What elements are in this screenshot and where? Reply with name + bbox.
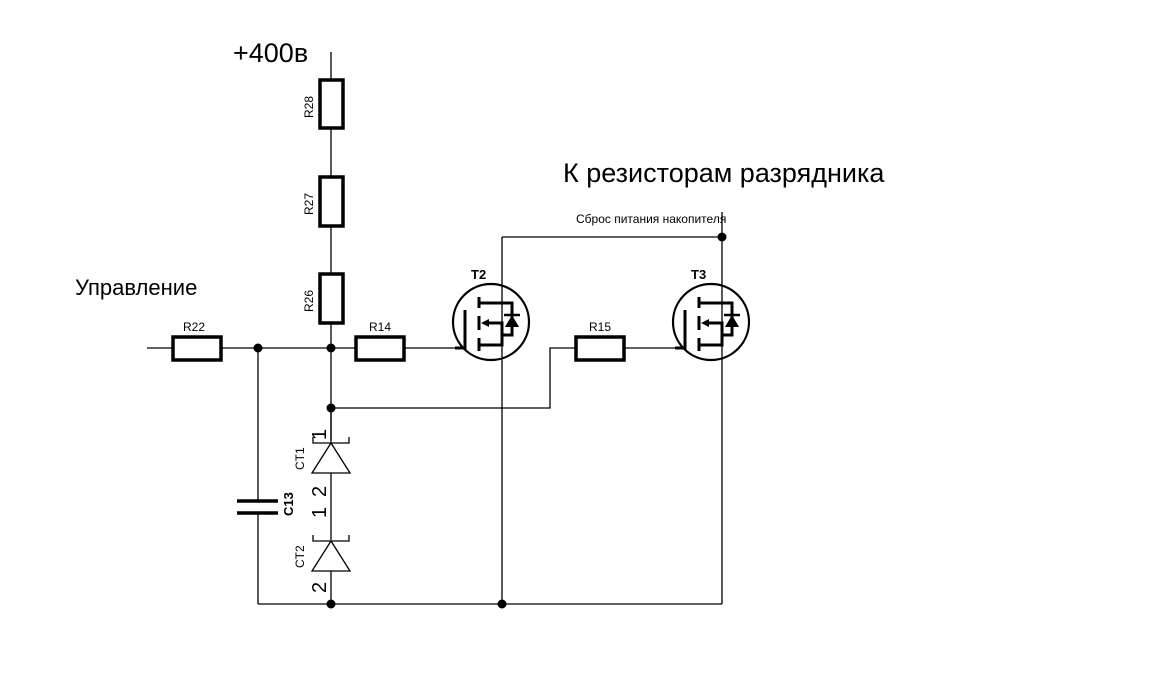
wire-to-r15 bbox=[331, 347, 576, 409]
r15-label: R15 bbox=[589, 320, 611, 334]
mosfet-t2 bbox=[451, 282, 531, 362]
c13-label: C13 bbox=[281, 492, 296, 516]
resistor-r22 bbox=[171, 335, 223, 362]
r26-label: R26 bbox=[302, 290, 316, 312]
ct2-label: CT2 bbox=[293, 545, 307, 568]
t3-label: T3 bbox=[691, 267, 706, 282]
junction-r26 bbox=[326, 343, 336, 353]
control-input-label: Управление bbox=[75, 275, 197, 300]
resistor-r26 bbox=[318, 272, 345, 325]
ct1-pin1-label: 1 bbox=[309, 429, 331, 440]
reset-note-label: Сброс питания накопителя bbox=[576, 212, 726, 226]
ct2-pin2-label: 2 bbox=[309, 582, 331, 593]
r22-label: R22 bbox=[183, 320, 205, 334]
r28-label: R28 bbox=[302, 96, 316, 118]
supply-voltage-label: +400в bbox=[233, 38, 308, 68]
to-resistors-label: К резисторам разрядника bbox=[563, 158, 885, 188]
r27-label: R27 bbox=[302, 193, 316, 215]
resistor-r27 bbox=[318, 175, 345, 228]
zener-ct2-triangle bbox=[310, 539, 352, 572]
r14-label: R14 bbox=[369, 320, 391, 334]
resistor-r28 bbox=[318, 78, 345, 130]
resistor-r15 bbox=[574, 335, 626, 362]
ct2-pin1-label: 1 bbox=[309, 507, 331, 518]
zener-ct1-triangle bbox=[310, 441, 352, 474]
t2-label: T2 bbox=[471, 267, 486, 282]
ct1-label: CT1 bbox=[293, 447, 307, 470]
mosfet-t3 bbox=[671, 282, 751, 362]
ct1-pin2-label: 2 bbox=[309, 486, 331, 497]
resistor-r14 bbox=[354, 335, 406, 362]
